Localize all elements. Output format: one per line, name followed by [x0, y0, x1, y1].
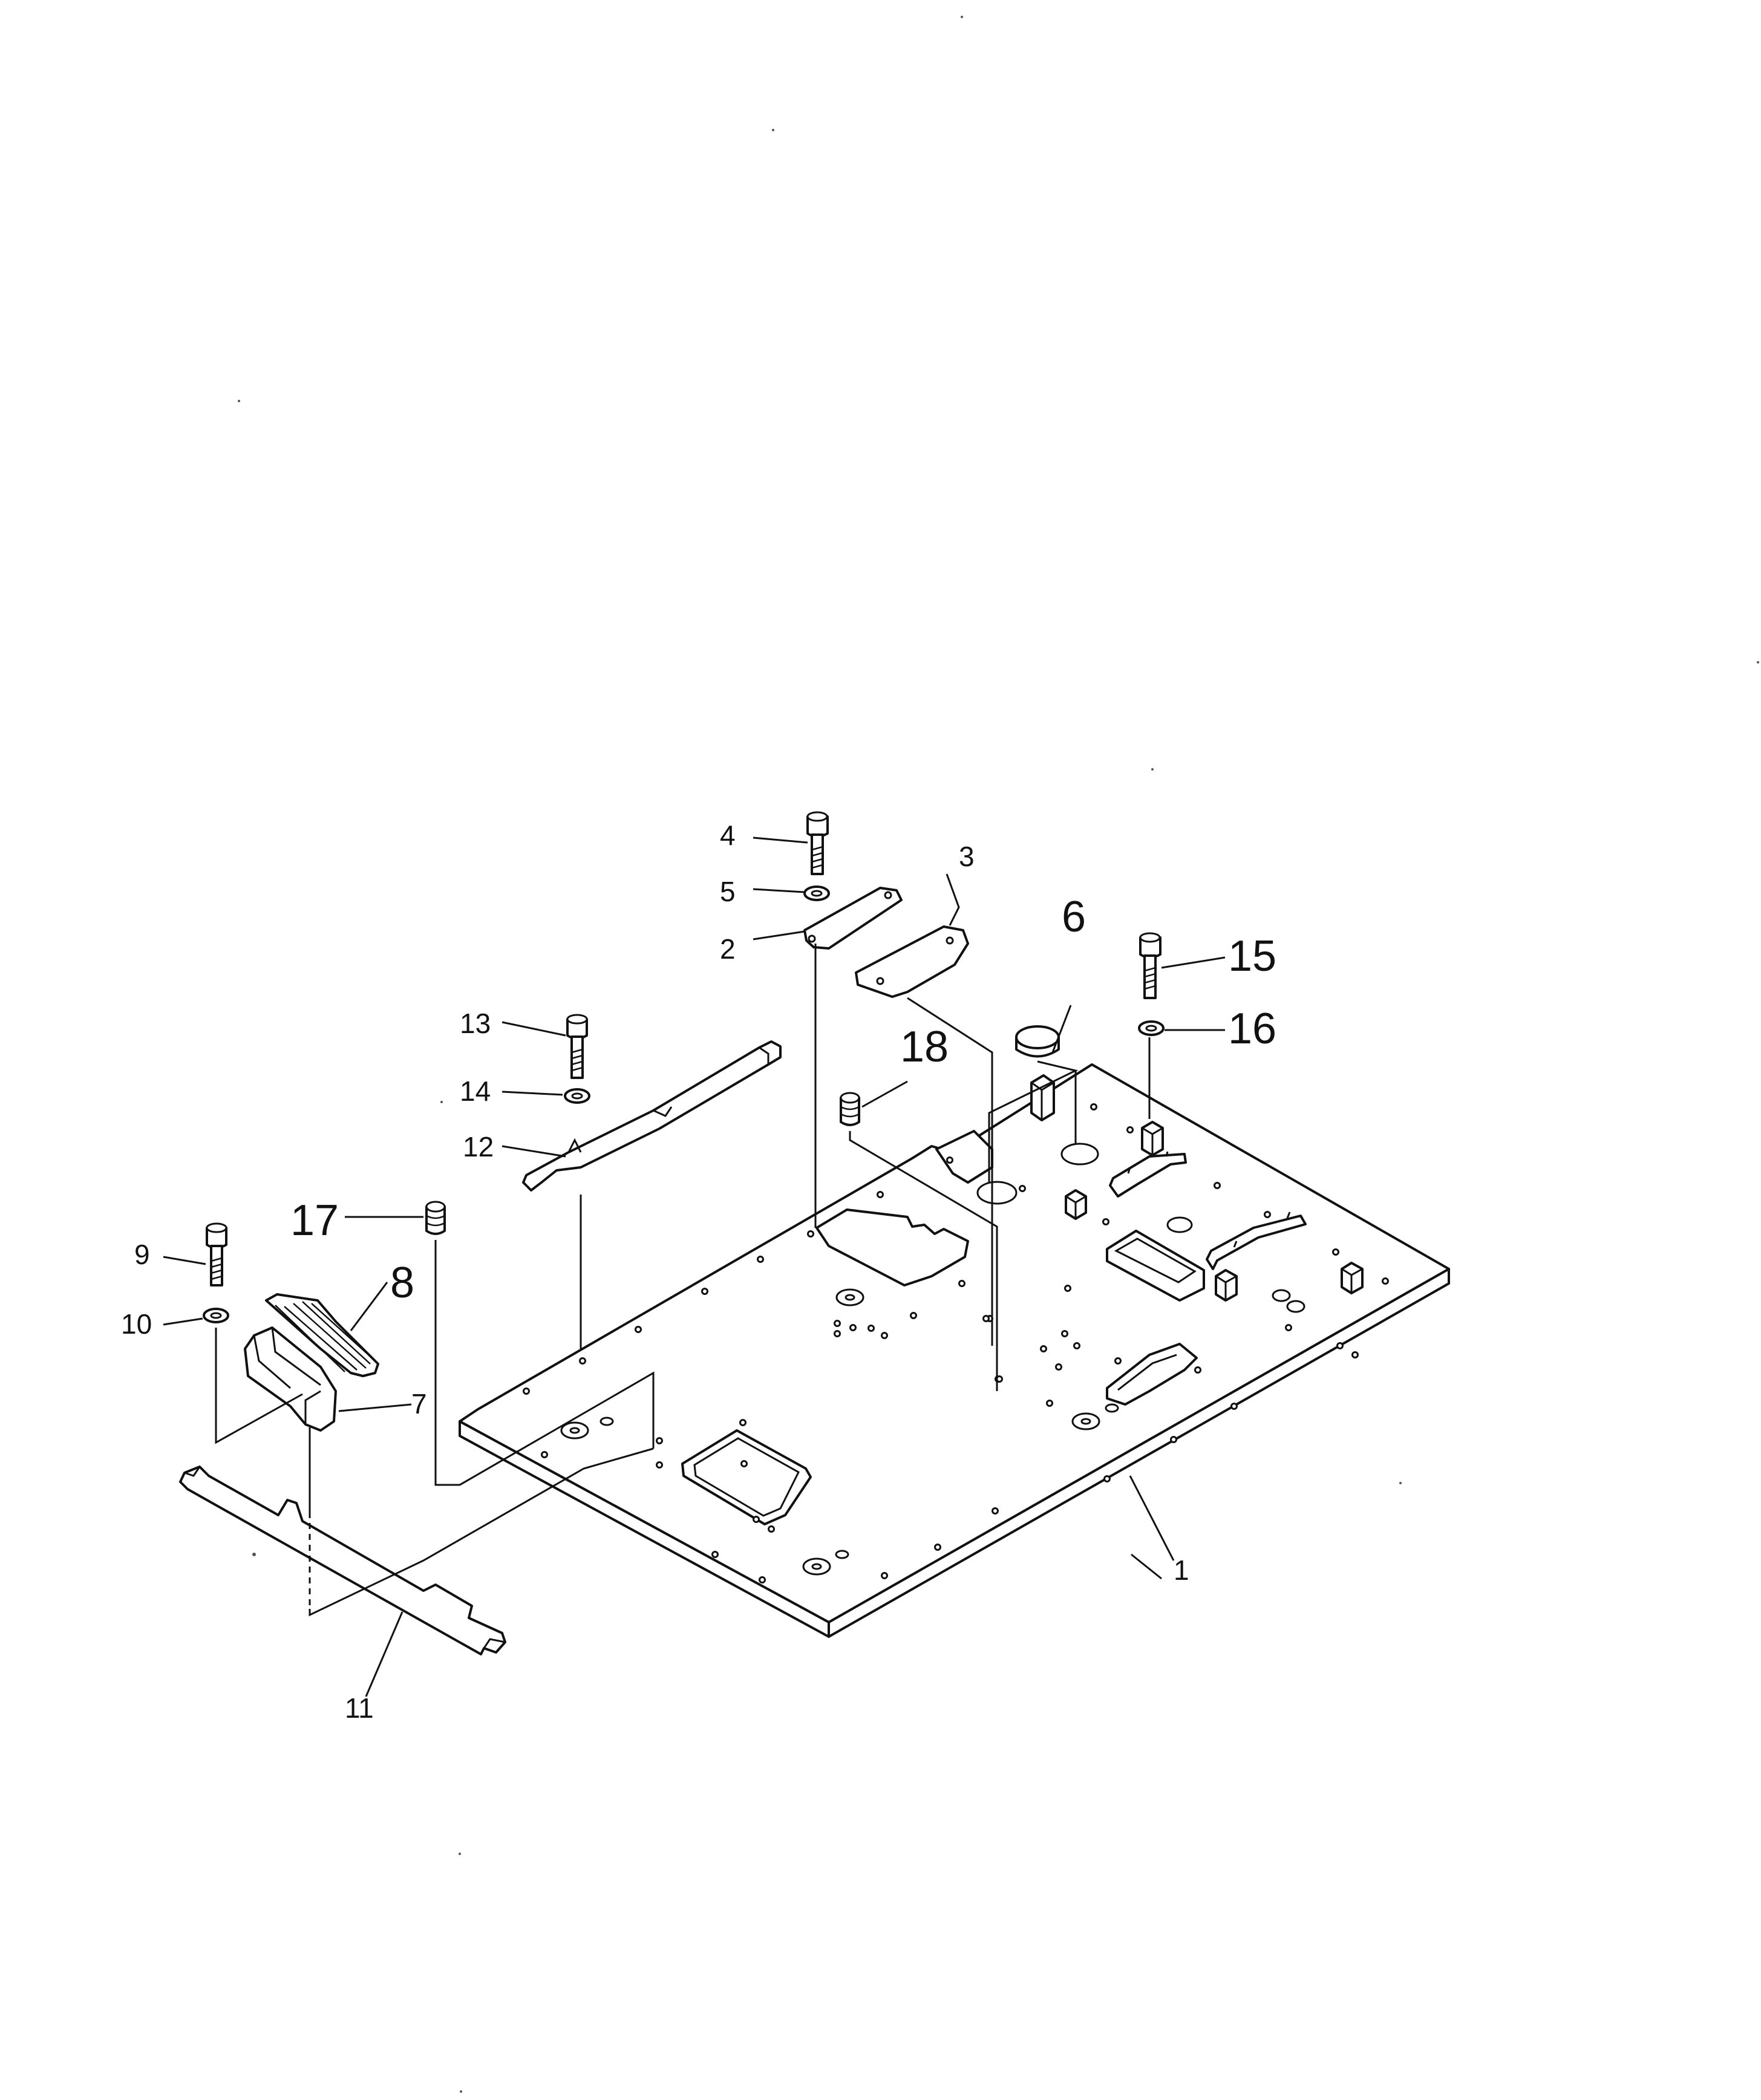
spacer-block-d: [1215, 1269, 1238, 1302]
callout-4: 4: [720, 820, 736, 851]
pedal-pad-8: [265, 1293, 379, 1377]
mount-bracket-right: [1206, 1211, 1307, 1270]
cover-plate-2: [803, 887, 903, 950]
bolt-4: [806, 811, 829, 875]
bolt-15: [1139, 932, 1161, 999]
spacer-block-b: [1065, 1189, 1087, 1220]
bolt-13: [566, 1014, 588, 1079]
mount-bracket-left: [1109, 1151, 1187, 1198]
callout-15: 15: [1228, 932, 1276, 980]
callout-leaders: [163, 836, 1226, 1697]
callout-7: 7: [411, 1388, 427, 1420]
pedal-bracket-7: [244, 1326, 337, 1432]
washer-10: [203, 1308, 229, 1323]
washer-5: [803, 885, 830, 901]
assembly-lines: [215, 944, 1151, 1617]
callout-6: 6: [1062, 893, 1086, 941]
spacer-block-c: [1141, 1121, 1164, 1156]
callout-8: 8: [390, 1259, 414, 1307]
callout-13: 13: [460, 1008, 491, 1039]
callout-17: 17: [290, 1196, 339, 1245]
scan-specks: [238, 16, 1759, 2093]
callout-14: 14: [460, 1075, 491, 1107]
callout-2: 2: [720, 933, 736, 965]
cover-plate-3: [855, 925, 969, 998]
rail-12: [522, 1040, 782, 1192]
floor-plate: [459, 1063, 1450, 1638]
washer-16: [1138, 1020, 1165, 1036]
front-beam-11: [179, 1466, 506, 1655]
spacer-block-a: [1030, 1074, 1055, 1121]
callout-5: 5: [720, 876, 736, 907]
callout-9: 9: [134, 1239, 150, 1270]
callout-12: 12: [463, 1131, 494, 1162]
callout-labels: 1 2 3 4 5 6 7 8 9 10 11 12 13 14 15 16 1…: [121, 820, 1276, 1724]
callout-18: 18: [900, 1023, 949, 1071]
callout-3: 3: [959, 841, 975, 872]
washer-14: [564, 1088, 590, 1104]
callout-16: 16: [1228, 1005, 1276, 1053]
callout-10: 10: [121, 1308, 152, 1340]
collar-18: [840, 1092, 860, 1126]
collar-17: [425, 1201, 446, 1235]
spacer-block-e: [1341, 1262, 1364, 1294]
bolt-9: [206, 1222, 227, 1286]
callout-11: 11: [345, 1692, 374, 1724]
callout-1: 1: [1174, 1554, 1189, 1586]
